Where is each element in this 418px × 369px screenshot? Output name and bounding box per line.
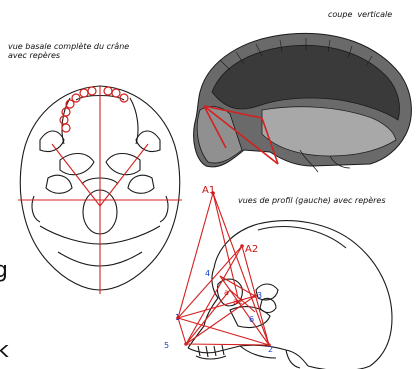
label-a2: a2 [233,297,243,306]
basal-reference-lines [18,86,182,294]
label-point-2: 2 [268,345,273,354]
tooth-markers [60,87,128,132]
label-point-6: 6 [249,315,254,324]
vertical-section-view [194,33,412,172]
label-point-1: 1 [175,313,180,322]
label-point-5: 5 [164,341,169,350]
caption-basal-view-line2: avec repères [8,51,60,61]
label-point-4: 4 [205,269,210,278]
caption-vertical-section: coupe verticale [328,10,392,20]
label-a: a [224,288,229,297]
caption-profile-view: vues de profil (gauche) avec repères [238,196,386,206]
profile-points [176,191,271,347]
edge-glyph-g: g [0,258,8,283]
label-A2: A2 [245,244,258,255]
label-point-3: 3 [257,291,262,300]
edge-glyph-k: k [0,338,9,363]
profile-reference-lines [178,193,269,345]
profile-skull-view [188,221,392,369]
label-A1: A1 [202,185,215,196]
